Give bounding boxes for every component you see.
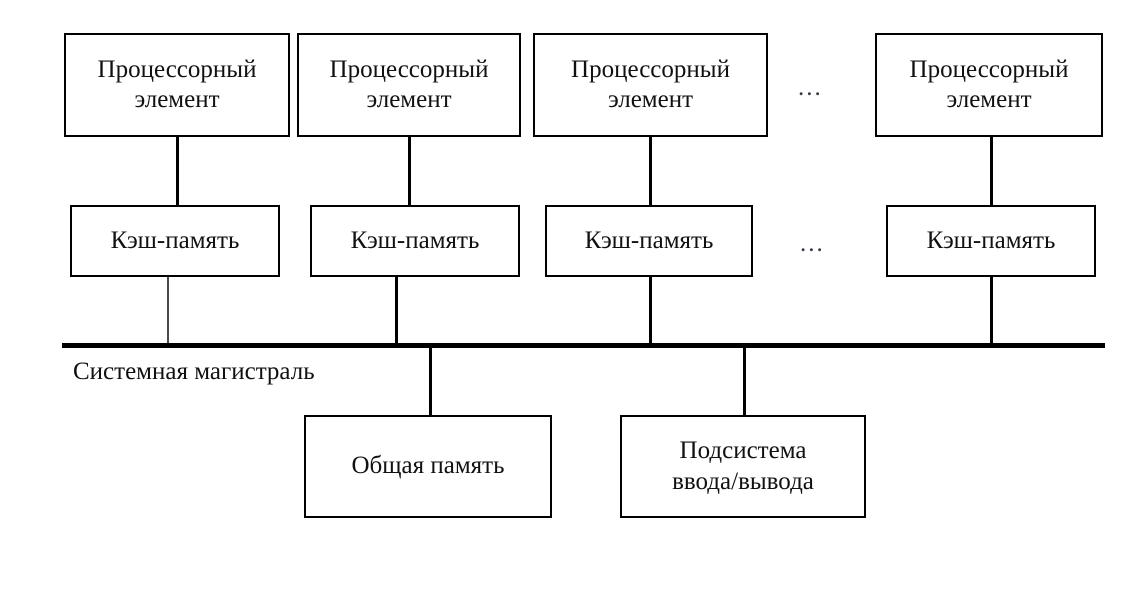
connector-cache3-to-bus [649, 277, 652, 348]
processor-element-box-1[interactable]: Процессорный элемент [64, 33, 290, 137]
connector-cache1-to-bus [167, 277, 169, 348]
cache-memory-box-3[interactable]: Кэш-память [545, 205, 753, 277]
cache-memory-label-4: Кэш-память [926, 226, 1056, 254]
connector-cache4-to-bus [990, 277, 993, 348]
cache-memory-label-1: Кэш-память [110, 226, 240, 254]
cache-memory-label-3: Кэш-память [584, 226, 714, 254]
processor-row-ellipsis: ... [798, 74, 823, 101]
cache-row-ellipsis: ... [800, 230, 825, 257]
cache-memory-box-1[interactable]: Кэш-память [70, 205, 280, 277]
io-subsystem-label: Подсистема ввода/вывода [672, 437, 814, 495]
connector-pe3-to-cache3 [649, 137, 652, 207]
connector-pe4-to-cache4 [990, 137, 993, 207]
cache-memory-box-4[interactable]: Кэш-память [886, 205, 1096, 277]
connector-pe2-to-cache2 [408, 137, 411, 207]
cache-memory-box-2[interactable]: Кэш-память [310, 205, 520, 277]
connector-pe1-to-cache1 [176, 137, 179, 207]
connector-cache2-to-bus [395, 277, 398, 348]
connector-bus-to-io-subsystem [743, 347, 746, 417]
processor-element-label-1: Процессорный элемент [97, 55, 257, 114]
processor-element-box-4[interactable]: Процессорный элемент [875, 33, 1103, 137]
processor-element-label-4: Процессорный элемент [909, 55, 1069, 114]
shared-memory-label: Общая память [351, 452, 505, 480]
processor-element-box-3[interactable]: Процессорный элемент [533, 33, 768, 137]
processor-element-label-2: Процессорный элемент [329, 55, 489, 114]
system-bus-line [62, 343, 1105, 348]
system-bus-label: Системная магистраль [73, 358, 315, 385]
cache-memory-label-2: Кэш-память [350, 226, 480, 254]
processor-element-box-2[interactable]: Процессорный элемент [297, 33, 521, 137]
shared-memory-box[interactable]: Общая память [304, 415, 552, 518]
io-subsystem-box[interactable]: Подсистема ввода/вывода [620, 415, 866, 518]
connector-bus-to-shared-memory [429, 347, 432, 417]
processor-element-label-3: Процессорный элемент [571, 55, 730, 114]
